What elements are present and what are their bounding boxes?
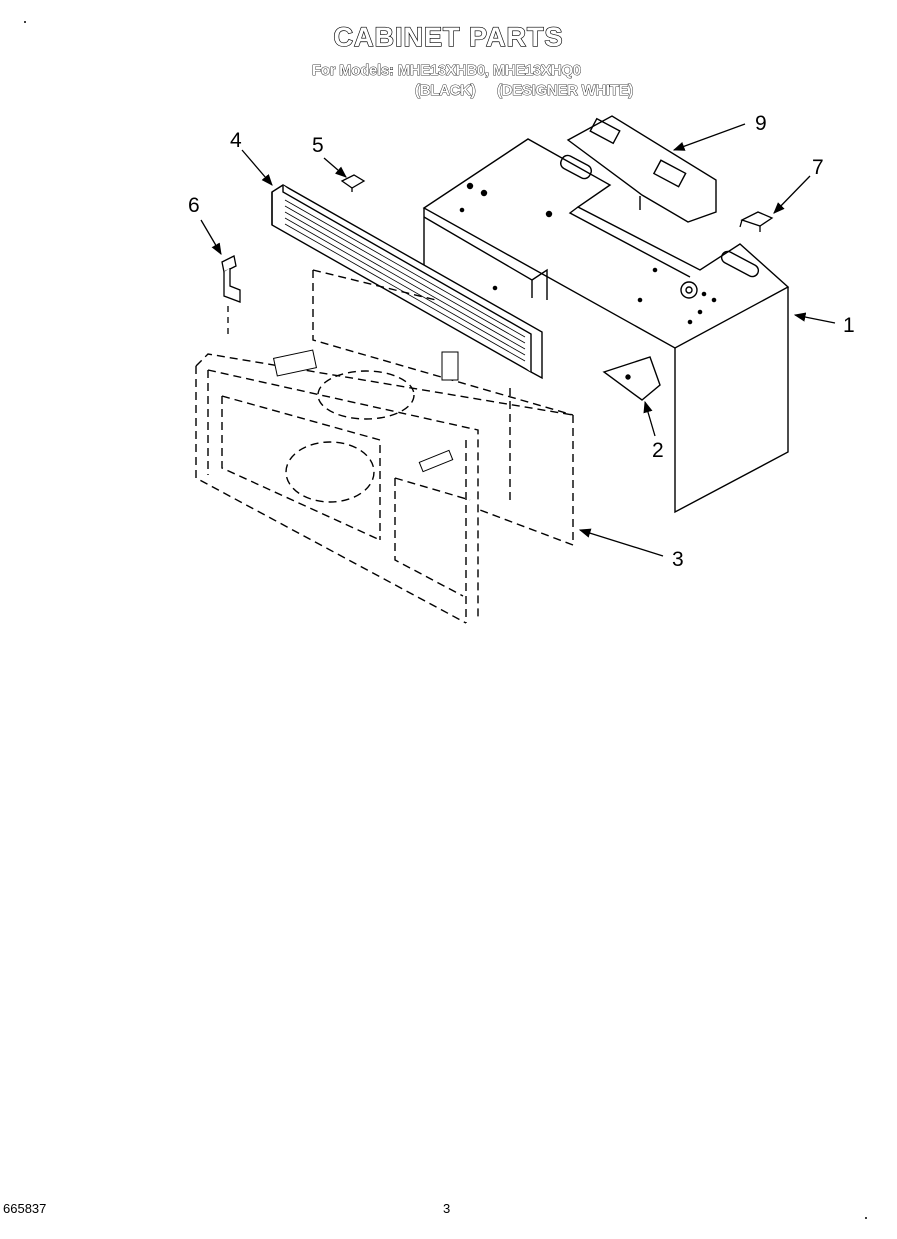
callout-label: 1 — [843, 314, 855, 337]
small-clip-part — [739, 211, 774, 232]
side-bracket-part — [602, 356, 661, 401]
oven-chassis-dashed-part — [195, 269, 574, 624]
page-number: 3 — [443, 1201, 451, 1216]
top-mounting-bracket-part — [566, 115, 717, 223]
callout-label: 7 — [812, 156, 824, 179]
leader-lines — [200, 123, 836, 557]
callout-label: 5 — [312, 134, 324, 157]
cabinet-wrapper-part — [422, 138, 790, 514]
grille-clip-part — [340, 174, 366, 192]
callout-label: 4 — [230, 129, 242, 152]
vent-grille-part — [271, 184, 543, 380]
page-title: CABINET PARTS — [333, 21, 564, 52]
callout-label: 3 — [672, 548, 684, 571]
variant-black-label: (BLACK) — [415, 82, 476, 100]
callout-label: 2 — [652, 439, 664, 462]
variant-white-label: (DESIGNER WHITE) — [497, 82, 634, 100]
callout-label: 6 — [188, 194, 200, 217]
chassis-details — [272, 349, 459, 473]
callout-label: 9 — [755, 112, 767, 135]
hinge-bracket-part — [221, 255, 241, 338]
document-number: 665837 — [3, 1201, 47, 1216]
model-numbers: For Models: MHE13XHB0, MHE13XHQ0 — [312, 62, 582, 80]
